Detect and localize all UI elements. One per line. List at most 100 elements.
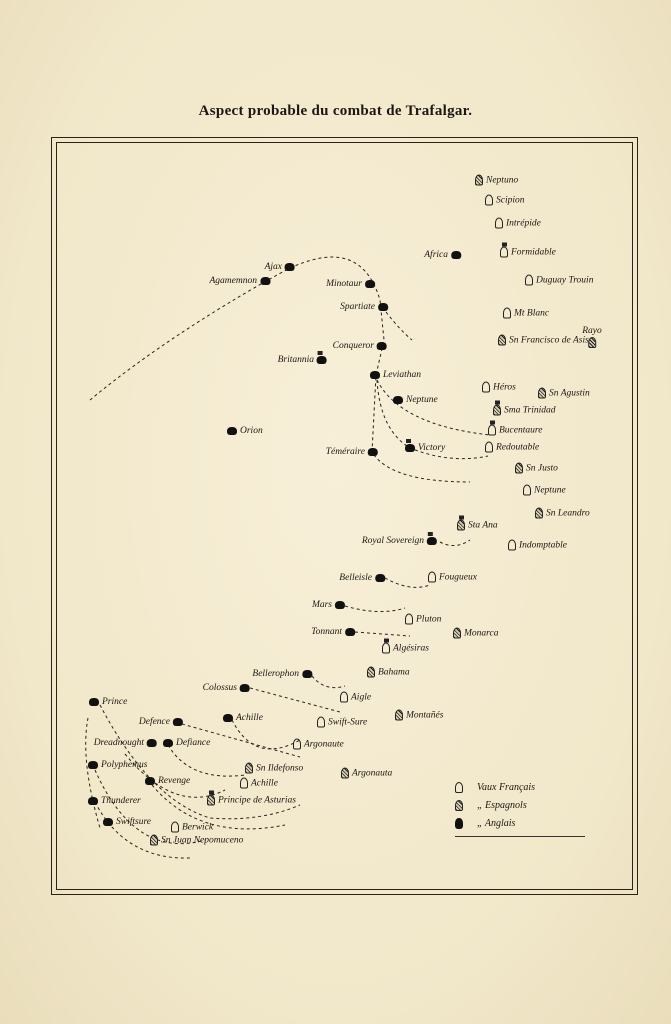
map-frame-inner [56, 142, 633, 890]
ship-label: Formidable [511, 247, 556, 257]
english-ship: Dreadnought [94, 738, 157, 748]
ship-label: Tonnant [311, 627, 342, 637]
spanish-ship-icon [395, 709, 403, 721]
ship-label: Victory [418, 443, 446, 453]
english-ship-icon [427, 532, 437, 545]
spanish-ship-icon [245, 762, 253, 774]
french-ship: Formidable [500, 242, 556, 258]
ship-label: Polyphemus [101, 760, 148, 770]
english-ship-icon [147, 739, 157, 747]
spanish-ship-icon [498, 334, 506, 346]
english-ship: Téméraire [326, 447, 378, 457]
french-ship: Berwick [171, 821, 213, 833]
ship-label: Argonaute [304, 739, 344, 749]
ship-label: Aigle [351, 692, 372, 702]
route-defence [181, 723, 301, 758]
ship-label: Redoutable [496, 442, 540, 452]
spanish-ship: Sn Juan Nepomuceno [150, 834, 244, 846]
map-title: Aspect probable du combat de Trafalgar. [198, 103, 473, 119]
english-ship: Polyphemus [88, 760, 147, 770]
french-ship: Indomptable [508, 539, 567, 551]
english-ship-icon [368, 448, 378, 456]
english-ship-icon [451, 251, 461, 259]
ship-label: Defence [138, 717, 170, 727]
route-mars [344, 605, 406, 612]
ship-label: Mars [311, 600, 332, 610]
spanish-ship: Sn Francisco de Asis [498, 334, 589, 346]
ship-label: Prince [102, 697, 128, 707]
ship-label: Sma Trinidad [504, 405, 556, 415]
french-ship-icon [455, 781, 463, 793]
english-ship: Bellerophon [252, 669, 312, 679]
ship-label: Rayo [582, 326, 602, 336]
ship-label: Sn Juan Nepomuceno [161, 835, 244, 845]
legend-label-french: Vaux Français [477, 781, 536, 793]
ship-label: Sn Francisco de Asis [509, 335, 589, 345]
english-ship-icon [370, 371, 380, 379]
route-bellerophon [311, 675, 346, 689]
spanish-ship-icon [453, 627, 461, 639]
ship-label: Sn Ildefonso [256, 763, 304, 773]
ship-label: Orion [240, 426, 263, 436]
english-ship-icon [173, 718, 183, 726]
english-ship: Achille [223, 713, 263, 723]
french-ship-icon [405, 613, 413, 625]
ship-label: Colossus [202, 683, 237, 693]
english-ship: Prince [89, 697, 127, 707]
spanish-ship-icon [535, 507, 543, 519]
ship-label: Sta Ana [468, 520, 498, 530]
route-royal-sovereign [439, 539, 471, 546]
ship-label: Royal Sovereign [361, 536, 424, 546]
ship-label: Duguay Trouin [536, 275, 594, 285]
english-ship-icon [455, 817, 463, 829]
route-spartiate [385, 311, 413, 341]
ship-label: Achille [251, 778, 278, 788]
ship-label: Bucentaure [499, 425, 543, 435]
map-frame-outer [51, 137, 638, 895]
ship-label: Sn Justo [526, 463, 558, 473]
ship-label: Conqueror [332, 341, 374, 351]
ship-label: Leviathan [383, 370, 421, 380]
ship-label: Monarca [464, 628, 499, 638]
legend-label-english: „ Anglais [477, 817, 516, 829]
english-ship-icon [145, 777, 155, 785]
spanish-ship-icon [588, 337, 596, 348]
english-ship-icon [378, 303, 388, 311]
french-ship: Pluton [405, 613, 441, 625]
english-ship-icon [260, 277, 270, 285]
french-ship-icon [293, 738, 301, 750]
english-ship-icon [240, 684, 250, 692]
english-ship-icon [393, 396, 403, 404]
spanish-ship: Sma Trinidad [493, 400, 556, 416]
english-ship-icon [223, 714, 233, 722]
spanish-ship: Principe de Asturias [207, 790, 296, 806]
spanish-ship: Sn Leandro [535, 507, 590, 519]
ship-label: Neptune [534, 485, 566, 495]
french-ship-icon [488, 420, 496, 436]
english-ship-icon [405, 439, 415, 452]
english-ship-icon [88, 761, 98, 769]
english-ship: Ajax [265, 262, 295, 272]
spanish-ship: Montañés [395, 709, 443, 721]
english-ship: Defence [139, 717, 183, 727]
ship-label: Agamemnon [209, 276, 258, 286]
scale-bar [455, 836, 585, 837]
french-ship: Achille [240, 777, 278, 789]
ship-label: Sn Agustin [549, 388, 590, 398]
french-ship-icon [485, 194, 493, 206]
english-ship-icon [375, 574, 385, 582]
french-ship-icon [525, 274, 533, 286]
route-defiance [167, 744, 246, 777]
french-ship-icon [240, 777, 248, 789]
french-ship: Mt Blanc [503, 307, 549, 319]
legend: Vaux Français „ Espagnols „ Anglais [455, 778, 585, 837]
spanish-ship: Monarca [453, 627, 499, 639]
english-ship-icon [227, 427, 237, 435]
ship-label: Dreadnought [93, 738, 144, 748]
english-ship: Africa [424, 250, 461, 260]
spanish-ship: Sn Agustin [538, 387, 590, 399]
english-ship: Victory [405, 439, 446, 453]
french-ship: Argonaute [293, 738, 344, 750]
legend-item-english: „ Anglais [455, 814, 585, 832]
